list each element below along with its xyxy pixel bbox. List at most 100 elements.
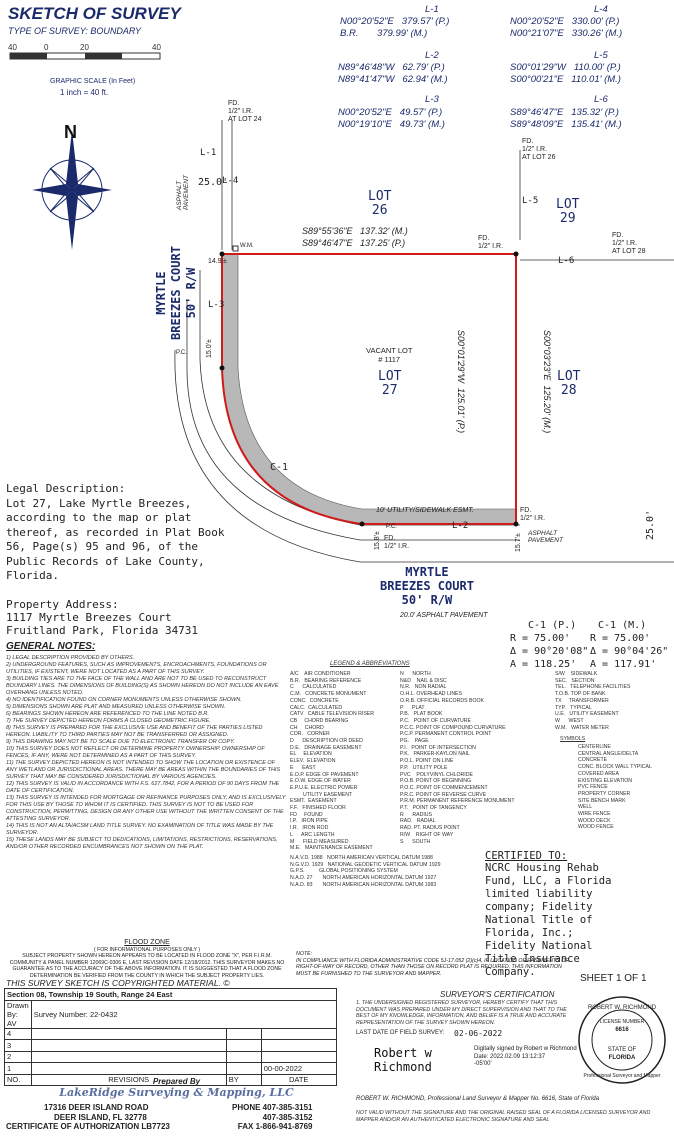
curve-measured-radius: R = 75.00' [590,633,651,644]
curve-measured-arc: A = 117.91' [590,659,657,670]
line-l1-id: L-1 [425,4,439,15]
lot-boundary [221,253,517,525]
graphic-scale-label: GRAPHIC SCALE (In Feet) [50,78,136,85]
drawn-by: Drawn By: AV [4,999,32,1029]
seal-license: LICENSE NUMBER [600,1019,645,1025]
scale-tick-0: 40 [8,43,17,52]
fax: FAX 1-866-941-8769 [237,1122,313,1131]
general-notes-title: GENERAL NOTES: [6,641,96,652]
col-date: DATE [260,1073,337,1086]
digital-signature: Digitally signed by Robert w Richmond Da… [474,1046,577,1067]
dim-15-8: 15.8'± [374,531,381,550]
general-notes: 1) LEGAL DESCRIPTION PROVIDED BY OTHERS.… [6,655,286,851]
note-item: 3) BUILDING TIES ARE TO THE FACE OF THE … [6,676,279,696]
line-l3-id: L-3 [425,94,439,105]
curve-plat-arc: A = 118.25' [510,659,577,670]
surveyor-line: ROBERT W. RICHMOND, Professional Land Su… [356,1096,600,1102]
line-l3-measured: N00°19'10"E 49.73' (M.) [338,119,445,130]
company-address: 17316 DEER ISLAND ROAD DEER ISLAND, FL 3… [6,1103,170,1132]
north-arrow-icon [32,130,112,250]
survey-type: TYPE OF SURVEY: BOUNDARY [8,26,142,36]
symbols-title: SYMBOLS [560,736,586,742]
phone-2: 407-385-3152 [262,1112,313,1122]
line-l3-label: L-3 [208,300,225,310]
revision-no: 3 [4,1039,32,1052]
lot-27-label: LOT 27 [378,369,402,398]
note-item: 11) THE SURVEY DEPICTED HEREON IS NOT IN… [6,760,281,780]
surveyor-cert-body: 1. THE UNDERSIGNED REGISTERED SURVEYOR, … [356,1000,567,1026]
seal-state: STATE OF [608,1047,637,1053]
curve-measured-delta: Δ = 90°04'26" [590,646,669,657]
curve-plat-radius: R = 75.00' [510,633,571,644]
fd-lot-24: FD. 1/2" I.R. AT LOT 24 [228,100,262,123]
fd-lot-26: FD. 1/2" I.R. AT LOT 26 [522,138,556,161]
east-line-measured: S00°03'23"E 125.20' (M.) [542,330,552,434]
note-item: 10) THIS SURVEY DOES NOT REFLECT OR DETE… [6,746,265,759]
line-l1-label: L-1 [200,148,217,158]
note-item: 1) LEGAL DESCRIPTION PROVIDED BY OTHERS. [6,655,135,661]
last-field-date-label: LAST DATE OF FIELD SURVEY: [356,1030,445,1036]
line-l5-plat: S00°01'29"W 110.00' (P.) [510,62,621,73]
line-l4-id: L-4 [594,4,608,15]
note-item: 8) THIS SURVEY IS PREPARED FOR THE EXCLU… [6,725,263,738]
company-name: LakeRidge Surveying & Mapping, LLC [59,1086,294,1099]
line-l1-measured: B.R. 379.99' (M.) [340,28,428,39]
seal-name: ROBERT W. RICHMOND [588,1005,657,1011]
line-l5-id: L-5 [594,50,608,61]
section-township: Section 08, Township 19 South, Range 24 … [4,988,337,1001]
surveyor-cert-title: SURVEYOR'S CERTIFICATION [440,990,555,999]
lot-29-label: LOT 29 [556,197,580,226]
pc-label-west: P.C. [176,350,187,356]
note-item: 12) THIS SURVEY IS VALID IN ACCORDANCE W… [6,781,280,794]
scale-tick-3: 40 [152,43,161,52]
note-item: 4) NO IDENTIFICATION FOUND ON CORNER MON… [6,697,242,703]
fd-lot-28: FD. 1/2" I.R. AT LOT 28 [612,232,646,255]
note-item: 6) BEARINGS SHOWN HEREON ARE REFERENCED … [6,711,209,717]
symbols-list: CENTERLINE CENTRAL ANGLE/DELTA CONCRETE … [578,744,652,831]
certified-title: CERTIFIED TO: [485,850,568,862]
note-item: 15) THESE LANDS MAY BE SUBJECT TO DEDICA… [6,837,278,850]
sheet-number: SHEET 1 OF 1 [580,973,647,984]
east-line-plat: S00°01'29"W 125.01' (P.) [456,330,466,434]
flood-sub: ( FOR INFORMATIONAL PURPOSES ONLY ) [93,946,201,953]
revision-table: Section 08, Township 19 South, Range 24 … [4,988,337,1086]
north-line-plat: S89°46'47"E 137.25' (P.) [302,238,406,248]
lot-28-label: LOT 28 [557,369,581,398]
line-l6-plat: S89°46'47"E 135.32' (P.) [510,107,619,118]
utility-easement-label: 10' UTILITY/SIDEWALK ESMT. [376,507,474,514]
flood-zone: FLOOD ZONE ( FOR INFORMATIONAL PURPOSES … [6,939,288,979]
note-item: 9) THIS DRAWING MAY NOT BE TO SCALE DUE … [6,739,235,745]
legend-col-3: S/W SIDEWALK SEC. SECTION TEL. TELEPHONE… [555,671,631,731]
fd-ir-ne: FD. 1/2" I.R. [478,235,504,250]
asphalt-label-south: ASPHALT PAVEMENT [528,530,563,544]
not-valid-note: NOT VALID WITHOUT THE SIGNATURE AND THE … [356,1110,651,1123]
note-item: 7) THE SURVEY DEPICTED HEREON FORMS A CL… [6,718,211,724]
last-field-date: 02-06-2022 [454,1029,503,1038]
north-line-measured: S89°55'36"E 137.32' (M.) [302,226,408,236]
curve-plat-delta: Δ = 90°20'08" [510,646,589,657]
address-line-1: 17316 DEER ISLAND ROAD [44,1103,149,1112]
plat-drawing: N [32,120,674,563]
legal-description: Legal Description: Lot 27, Lake Myrtle B… [6,482,225,582]
pavement-label: 20.0' ASPHALT PAVEMENT [400,612,488,619]
flood-body: SUBJECT PROPERTY SHOWN HEREON APPEARS TO… [9,953,285,979]
north-label: N [64,122,77,142]
pc-label-south: P.C. [386,524,397,530]
copyright-notice: THIS SURVEY SKETCH IS COPYRIGHTED MATERI… [6,978,230,988]
datum-list: N.A.V.D. 1988 NORTH AMERICAN VERTICAL DA… [290,855,441,888]
note-item: 13) THIS SURVEY IS INTENDED FOR MORTGAGE… [6,795,286,822]
curve-measured-head: C-1 (M.) [598,620,647,631]
prepared-by-block: Prepared By LakeRidge Surveying & Mappin… [4,1077,349,1099]
line-l3-plat: N00°20'52"E 49.57' (P.) [338,107,443,118]
address-line-2: DEER ISLAND, FL 32778 [54,1112,147,1122]
svg-text:FLORIDA: FLORIDA [609,1055,636,1061]
seal-number: 6616 [615,1027,629,1033]
line-l4-label: L-4 [222,176,239,186]
graphic-scale: 40 0 20 40 [8,43,161,60]
line-l2-measured: N89°41'47"W 62.94' (M.) [338,74,448,85]
dim-25-west: 25.0' [198,177,229,188]
seal-bottom: Professional Surveyor and Mapper [584,1073,661,1079]
line-l5-measured: S00°00'21"E 110.01' (M.) [510,74,621,85]
lot-26-label: LOT 26 [368,189,392,218]
note-item: 2) UNDERGROUND FEATURES, SUCH AS IMPROVE… [6,662,267,675]
